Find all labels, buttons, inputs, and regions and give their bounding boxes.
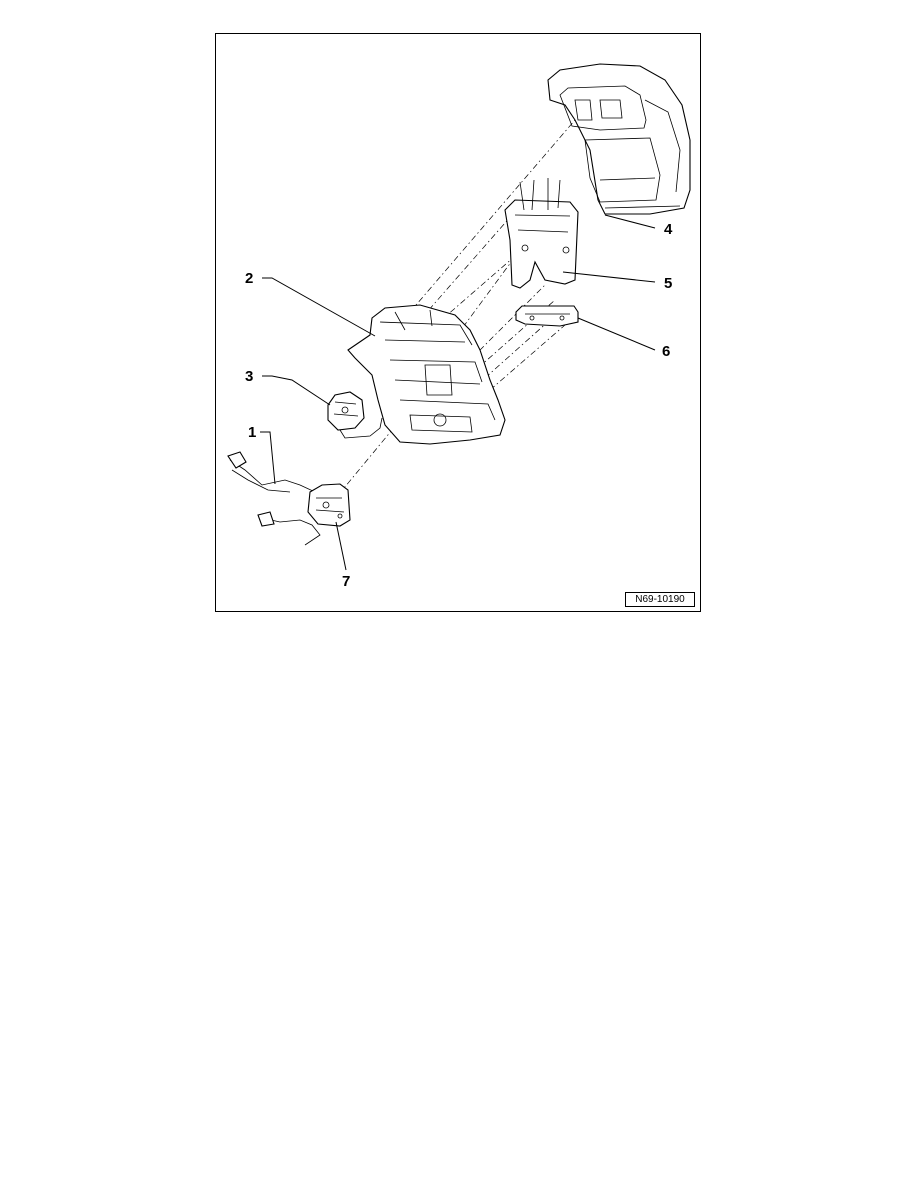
callout-3: 3 <box>245 368 253 385</box>
part-5-seat-plate <box>504 178 579 289</box>
part-1-wiring-harness <box>227 451 331 546</box>
callout-2: 2 <box>245 270 253 287</box>
part-6-bracket <box>515 305 579 327</box>
callout-1: 1 <box>248 424 256 441</box>
part-7-motor-bracket <box>307 483 351 527</box>
callout-7: 7 <box>342 573 350 590</box>
part-2-seat-frame <box>347 304 506 445</box>
figure-reference-code: N69-10190 <box>625 592 695 607</box>
callout-6: 6 <box>662 343 670 360</box>
leader-lines <box>260 214 656 571</box>
callout-5: 5 <box>664 275 672 292</box>
callout-labels: 2 3 1 4 5 6 7 <box>245 221 673 590</box>
part-3-adjuster-unit <box>327 391 383 439</box>
callout-4: 4 <box>664 221 673 238</box>
part-4-seat-cushion <box>547 63 691 215</box>
